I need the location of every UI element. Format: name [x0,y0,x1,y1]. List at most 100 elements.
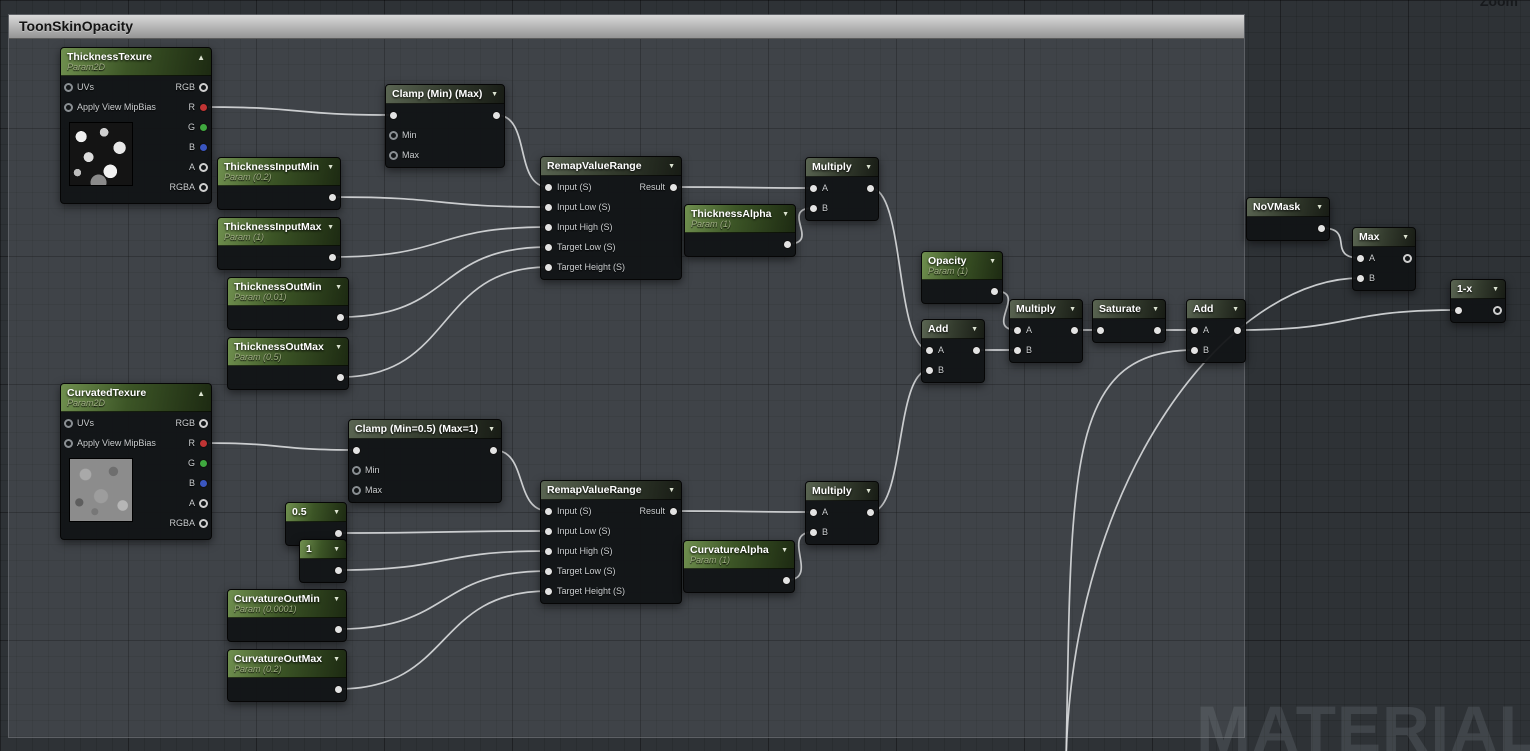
dropdown-icon[interactable]: ▼ [971,325,978,333]
dropdown-icon[interactable]: ▼ [333,595,340,603]
rgba-pin[interactable] [199,518,208,528]
node-header[interactable]: NoVMask▼ [1247,198,1329,217]
result-pin[interactable] [669,506,678,516]
rgb-pin[interactable] [199,418,208,428]
node-header[interactable]: CurvatedTexure▲Param2D [61,384,211,412]
node-header[interactable]: 0.5▼ [286,503,346,522]
dropdown-icon[interactable]: ▼ [327,223,334,231]
out-pin[interactable] [1153,325,1162,335]
dropdown-icon[interactable]: ▼ [781,546,788,554]
node-header[interactable]: Clamp (Min=0.5) (Max=1)▼ [349,420,501,439]
node-header[interactable]: ThicknessOutMin▼Param (0.01) [228,278,348,306]
dropdown-icon[interactable]: ▼ [865,487,872,495]
r-pin[interactable] [199,102,208,112]
b-pin[interactable] [925,365,934,375]
node-header[interactable]: Multiply▼ [806,482,878,501]
apply-view-mipbias-pin[interactable] [64,438,73,448]
r-pin[interactable] [199,438,208,448]
out-pin[interactable] [783,239,792,249]
a-pin[interactable] [1356,253,1365,263]
result-pin[interactable] [669,182,678,192]
out-pin[interactable] [334,528,343,538]
curvature-out-max[interactable]: CurvatureOutMax▼Param (0.2) [227,649,347,702]
collapse-icon[interactable]: ▲ [197,388,205,398]
input-low-s--pin[interactable] [544,526,553,536]
node-header[interactable]: RemapValueRange▼ [541,157,681,176]
node-header[interactable]: Add▼ [1187,300,1245,319]
node-header[interactable]: CurvatureOutMin▼Param (0.0001) [228,590,346,618]
b-pin[interactable] [199,478,208,488]
node-header[interactable]: RemapValueRange▼ [541,481,681,500]
comment-title[interactable]: ToonSkinOpacity [9,15,1244,39]
const-1[interactable]: 1▼ [299,539,347,583]
out-pin[interactable] [328,192,337,202]
curvature-alpha[interactable]: CurvatureAlpha▼Param (1) [683,540,795,593]
a-pin[interactable] [1190,325,1199,335]
node-header[interactable]: 1▼ [300,540,346,559]
out-pin[interactable] [336,312,345,322]
input-s--pin[interactable] [544,506,553,516]
thickness-alpha[interactable]: ThicknessAlpha▼Param (1) [684,204,796,257]
dropdown-icon[interactable]: ▼ [782,210,789,218]
out-pin[interactable] [334,624,343,634]
thickness-out-min[interactable]: ThicknessOutMin▼Param (0.01) [227,277,349,330]
a-pin[interactable] [809,183,818,193]
dropdown-icon[interactable]: ▼ [865,163,872,171]
out-pin[interactable] [334,684,343,694]
out-pin[interactable] [866,507,875,517]
b-pin[interactable] [1356,273,1365,283]
thickness-input-min[interactable]: ThicknessInputMin▼Param (0.2) [217,157,341,210]
uvs-pin[interactable] [64,82,73,92]
node-header[interactable]: CurvatureAlpha▼Param (1) [684,541,794,569]
apply-view-mipbias-pin[interactable] [64,102,73,112]
out-pin[interactable] [782,575,791,585]
out-pin[interactable] [1233,325,1242,335]
in-pin[interactable] [1454,305,1463,315]
target-low-s--pin[interactable] [544,242,553,252]
rgb-pin[interactable] [199,82,208,92]
g-pin[interactable] [199,122,208,132]
node-header[interactable]: ThicknessInputMax▼Param (1) [218,218,340,246]
dropdown-icon[interactable]: ▼ [488,425,495,433]
collapse-icon[interactable]: ▲ [197,52,205,62]
curvature-out-min[interactable]: CurvatureOutMin▼Param (0.0001) [227,589,347,642]
rgba-pin[interactable] [199,182,208,192]
dropdown-icon[interactable]: ▼ [1492,285,1499,293]
dropdown-icon[interactable]: ▼ [1232,305,1239,313]
thickness-input-max[interactable]: ThicknessInputMax▼Param (1) [217,217,341,270]
input-s--pin[interactable] [544,182,553,192]
one-minus-x[interactable]: 1-x▼ [1450,279,1506,323]
max-pin[interactable] [352,485,361,495]
thickness-out-max[interactable]: ThicknessOutMax▼Param (0.5) [227,337,349,390]
in-pin[interactable] [352,445,361,455]
in-pin[interactable] [389,110,398,120]
target-low-s--pin[interactable] [544,566,553,576]
target-height-s--pin[interactable] [544,586,553,596]
min-pin[interactable] [389,130,398,140]
saturate[interactable]: Saturate▼ [1092,299,1166,343]
dropdown-icon[interactable]: ▼ [1069,305,1076,313]
max-pin[interactable] [389,150,398,160]
dropdown-icon[interactable]: ▼ [668,162,675,170]
node-header[interactable]: ThicknessOutMax▼Param (0.5) [228,338,348,366]
dropdown-icon[interactable]: ▼ [1316,203,1323,211]
node-header[interactable]: Multiply▼ [806,158,878,177]
b-pin[interactable] [199,142,208,152]
node-header[interactable]: Multiply▼ [1010,300,1082,319]
g-pin[interactable] [199,458,208,468]
out-pin[interactable] [492,110,501,120]
dropdown-icon[interactable]: ▼ [491,90,498,98]
out-pin[interactable] [1493,305,1502,315]
node-header[interactable]: Clamp (Min) (Max)▼ [386,85,504,104]
in-pin[interactable] [1096,325,1105,335]
out-pin[interactable] [990,286,999,296]
